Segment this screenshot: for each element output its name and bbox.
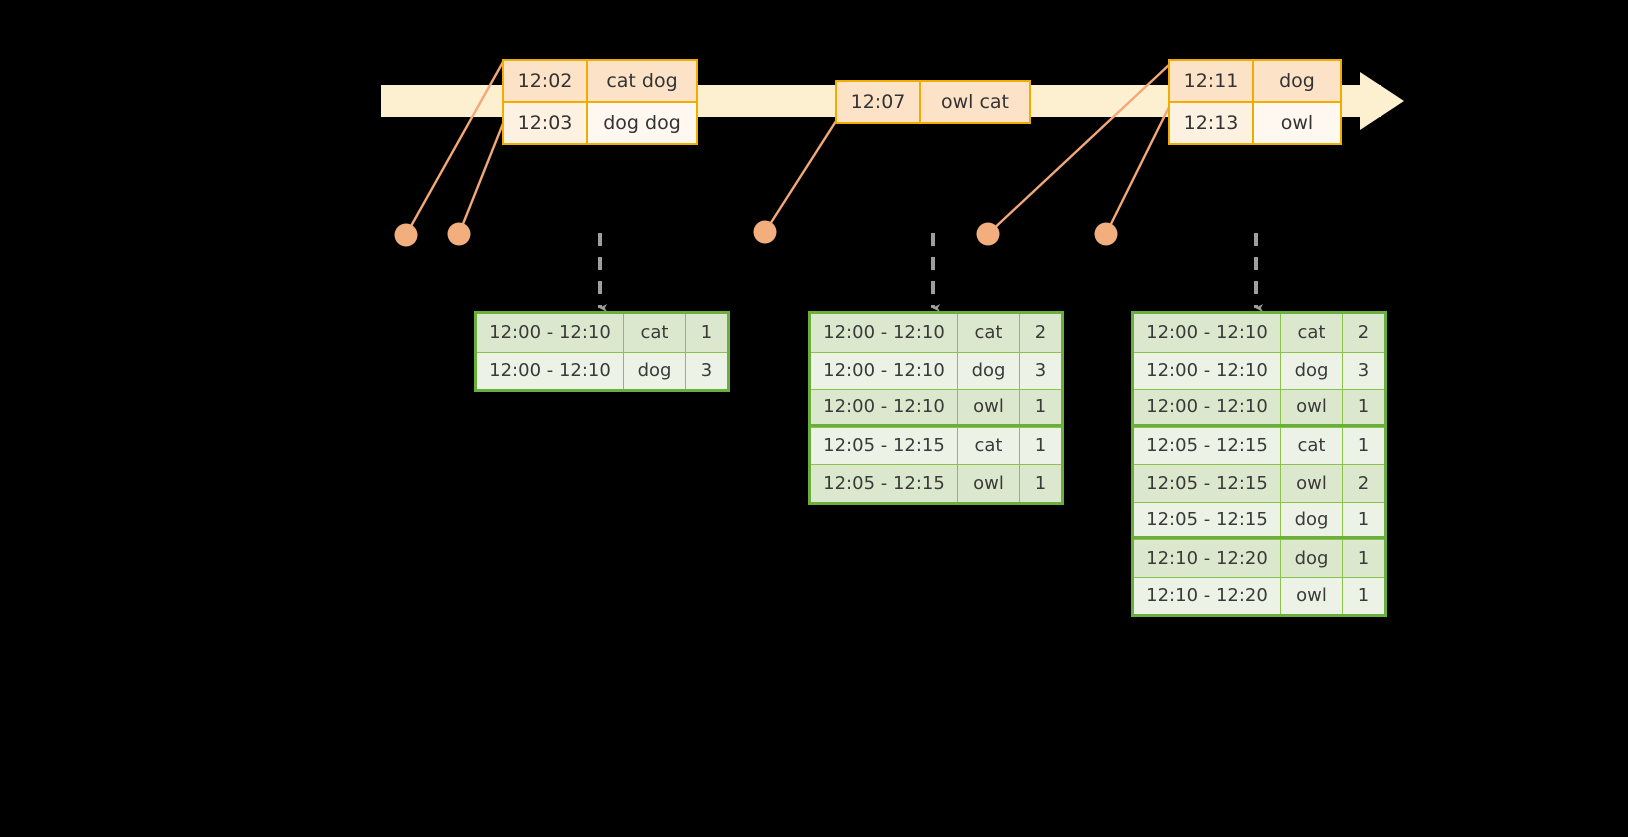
table-cell-word: cat — [1280, 314, 1342, 352]
connector-12-02 — [404, 61, 505, 236]
table-cell-window: 12:05 - 12:15 — [1134, 465, 1280, 502]
table-cell-word: dog — [1280, 352, 1342, 389]
table-cell-word: cat — [1280, 427, 1342, 464]
table-cell-word: dog — [1280, 502, 1342, 536]
table-cell-word: dog — [957, 352, 1019, 389]
table-cell-count: 1 — [1342, 540, 1384, 577]
dot-12-02 — [394, 223, 418, 247]
table-cell-word: owl — [1280, 577, 1342, 614]
event-time: 12:11 — [1170, 61, 1252, 101]
table-cell-window: 12:10 - 12:20 — [1134, 540, 1280, 577]
table-cell-word: owl — [1280, 465, 1342, 502]
table-cell-window: 12:05 - 12:15 — [811, 427, 957, 464]
table-cell-window: 12:00 - 12:10 — [477, 352, 623, 389]
table-cell-window: 12:10 - 12:20 — [1134, 577, 1280, 614]
event-words: cat dog — [586, 61, 696, 101]
event-words: owl — [1252, 103, 1340, 143]
event-words: dog — [1252, 61, 1340, 101]
connector-12-13 — [1104, 100, 1174, 235]
table-cell-count: 1 — [1342, 427, 1384, 464]
table-cell-word: cat — [957, 427, 1019, 464]
table-cell-count: 1 — [1019, 390, 1061, 424]
connector-12-11 — [987, 63, 1171, 235]
table-cell-window: 12:00 - 12:10 — [1134, 390, 1280, 424]
connector-lines-group — [404, 61, 1174, 236]
table-cell-window: 12:00 - 12:10 — [1134, 314, 1280, 352]
table-cell-word: owl — [957, 390, 1019, 424]
table-cell-window: 12:05 - 12:15 — [1134, 427, 1280, 464]
table-cell-count: 2 — [1342, 314, 1384, 352]
table-cell-word: cat — [623, 314, 685, 352]
table-cell-word: cat — [957, 314, 1019, 352]
dot-12-03 — [447, 222, 471, 246]
table-cell-count: 1 — [1342, 502, 1384, 536]
table-cell-word: dog — [623, 352, 685, 389]
table-cell-count: 1 — [685, 314, 727, 352]
table-cell-window: 12:05 - 12:15 — [811, 465, 957, 502]
event-words: owl cat — [919, 82, 1029, 122]
dot-12-13 — [1094, 222, 1118, 246]
event-time: 12:07 — [837, 82, 919, 122]
connector-12-07 — [763, 117, 840, 233]
table-cell-window: 12:00 - 12:10 — [811, 352, 957, 389]
event-time: 12:02 — [504, 61, 586, 101]
table-cell-window: 12:00 - 12:10 — [1134, 352, 1280, 389]
table-cell-count: 3 — [1342, 352, 1384, 389]
table-cell-window: 12:00 - 12:10 — [477, 314, 623, 352]
event-time: 12:03 — [504, 103, 586, 143]
event-time: 12:13 — [1170, 103, 1252, 143]
table-cell-count: 3 — [685, 352, 727, 389]
table-cell-count: 2 — [1019, 314, 1061, 352]
table-cell-count: 1 — [1342, 577, 1384, 614]
table-cell-word: owl — [957, 465, 1019, 502]
table-cell-count: 1 — [1342, 390, 1384, 424]
table-cell-count: 2 — [1342, 465, 1384, 502]
table-cell-word: dog — [1280, 540, 1342, 577]
table-cell-window: 12:00 - 12:10 — [811, 390, 957, 424]
table-cell-word: owl — [1280, 390, 1342, 424]
event-words: dog dog — [586, 103, 696, 143]
table-cell-window: 12:05 - 12:15 — [1134, 502, 1280, 536]
table-cell-count: 3 — [1019, 352, 1061, 389]
event-dots-group — [394, 220, 1118, 247]
dot-12-11 — [976, 222, 1000, 246]
table-cell-window: 12:00 - 12:10 — [811, 314, 957, 352]
down-arrows-group — [598, 233, 1264, 313]
dot-12-07 — [753, 220, 777, 244]
table-cell-count: 1 — [1019, 465, 1061, 502]
table-cell-count: 1 — [1019, 427, 1061, 464]
